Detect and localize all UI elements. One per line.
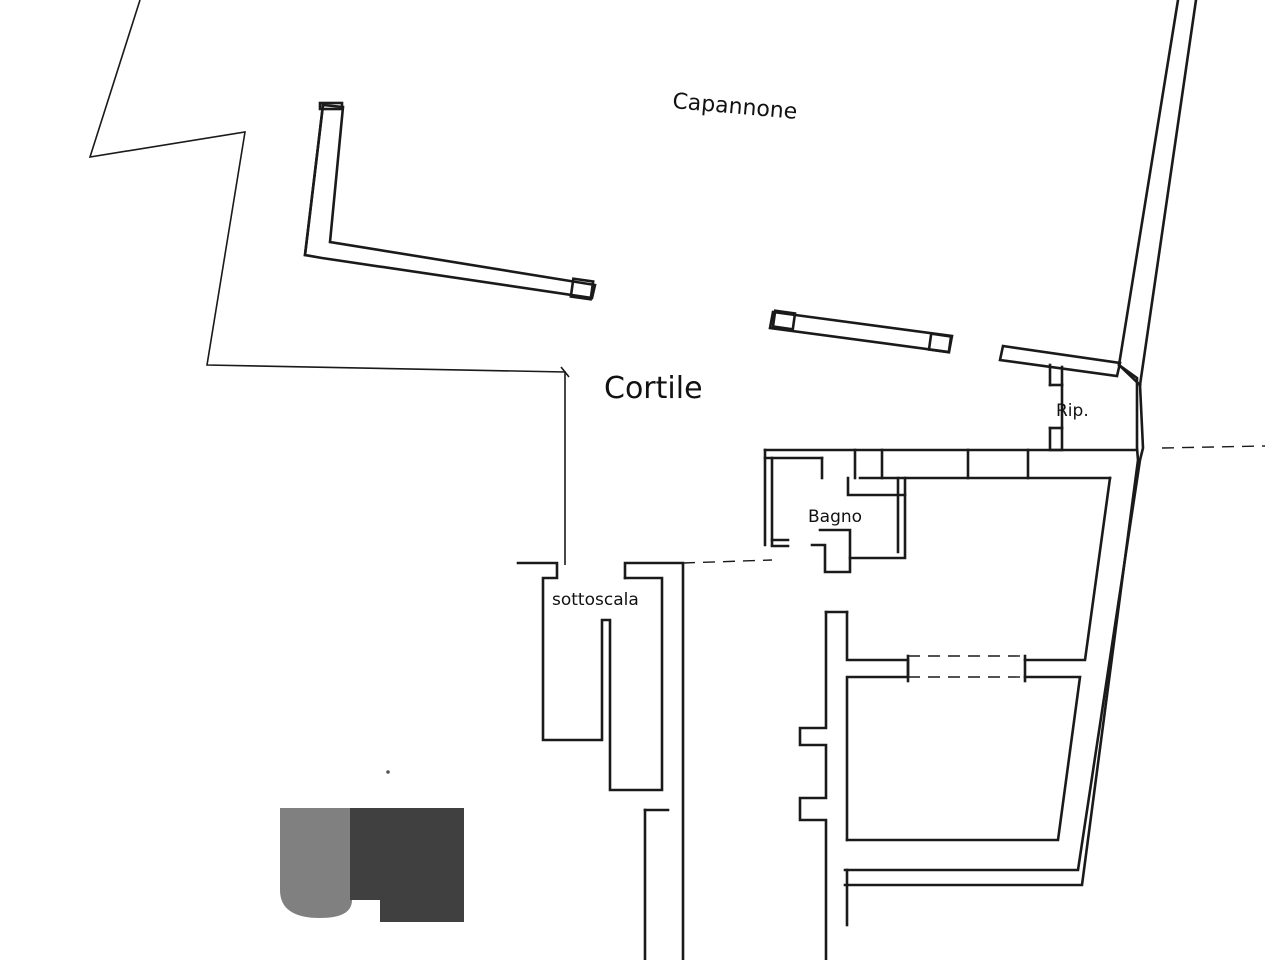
logo-light-block: [280, 808, 352, 918]
capannone-wall-left: [303, 101, 597, 301]
label-bagno: Bagno: [808, 507, 862, 527]
house-upper-wall: [763, 448, 1139, 547]
label-ripostiglio: Rip.: [1056, 401, 1089, 421]
stray-mark: [386, 770, 390, 774]
site-outline: [88, 0, 570, 565]
house-lower-walls: [798, 476, 1112, 960]
dashed-lines: [682, 445, 1266, 678]
label-capannone: Capannone: [671, 89, 798, 125]
watermark-logo: [280, 808, 464, 922]
bagno-room: [770, 476, 907, 574]
ripostiglio-room: [998, 344, 1122, 452]
logo-dark-block: [350, 808, 464, 922]
right-exterior-wall: [843, 0, 1198, 887]
label-sottoscala: sottoscala: [552, 590, 639, 610]
sottoscala-block: [516, 561, 685, 960]
label-cortile: Cortile: [604, 371, 703, 406]
capannone-wall-right: [768, 309, 954, 354]
